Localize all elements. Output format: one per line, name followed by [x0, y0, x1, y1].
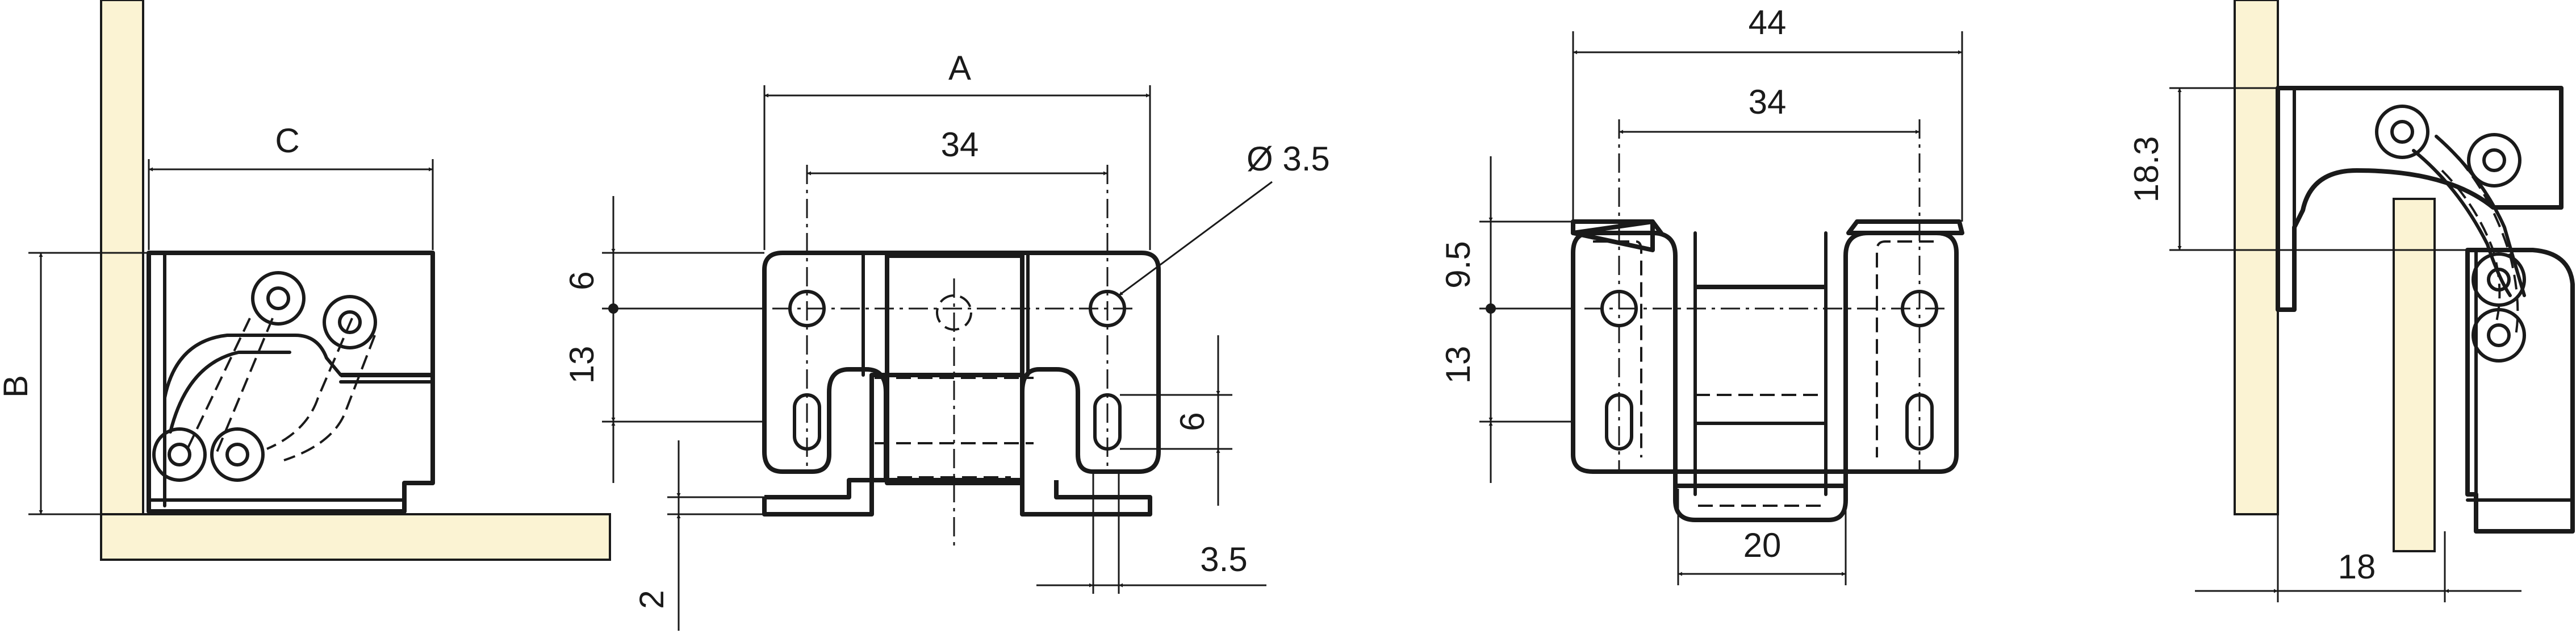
- dim-label-18: 18: [2338, 548, 2376, 586]
- pivot-pin: [152, 271, 377, 482]
- view-installed-side: C B: [0, 0, 611, 561]
- dim-label-c: C: [275, 122, 299, 160]
- dim-label-20: 20: [1743, 526, 1782, 564]
- cabinet-bottom-panel: [100, 513, 611, 561]
- dim-label-a: A: [948, 49, 971, 87]
- dim-label-9-5: 9.5: [1439, 241, 1477, 288]
- dim-label-34-front: 34: [941, 126, 979, 164]
- dim-label-hole-diameter: Ø 3.5: [1247, 140, 1330, 178]
- fixed-leaf: [2276, 86, 2564, 312]
- dim-label-13-back: 13: [1439, 346, 1477, 384]
- door-panel: [2393, 198, 2436, 552]
- front-hinge-plate: [762, 251, 1161, 482]
- hinge-body-outline: [147, 251, 435, 514]
- fixed-panel: [2234, 0, 2279, 515]
- open-view-pivots: [2375, 105, 2526, 363]
- view-front: A 34 Ø 3.5 6 13 6 2: [563, 49, 1330, 631]
- dim-label-2: 2: [633, 590, 671, 609]
- view-rear: 44 34 9.5 13 20: [1439, 3, 1964, 585]
- dim-label-44: 44: [1749, 3, 1787, 41]
- dim-label-6-right: 6: [1173, 412, 1211, 431]
- dim-label-13-left: 13: [563, 346, 601, 384]
- dim-label-6-left: 6: [563, 271, 601, 290]
- hole-diameter-leader: [1118, 181, 1273, 297]
- cabinet-side-panel: [100, 0, 144, 515]
- moving-leaf: [2465, 248, 2575, 534]
- dim-label-34-back: 34: [1749, 83, 1787, 121]
- view-open-side: 18.3 18: [2127, 0, 2575, 602]
- dim-label-b: B: [0, 375, 35, 398]
- dim-label-3-5: 3.5: [1200, 540, 1247, 578]
- rear-mounting-holes: [1600, 290, 1938, 451]
- rear-hinge-plate: [1571, 219, 1655, 252]
- dim-label-18-3: 18.3: [2127, 136, 2165, 203]
